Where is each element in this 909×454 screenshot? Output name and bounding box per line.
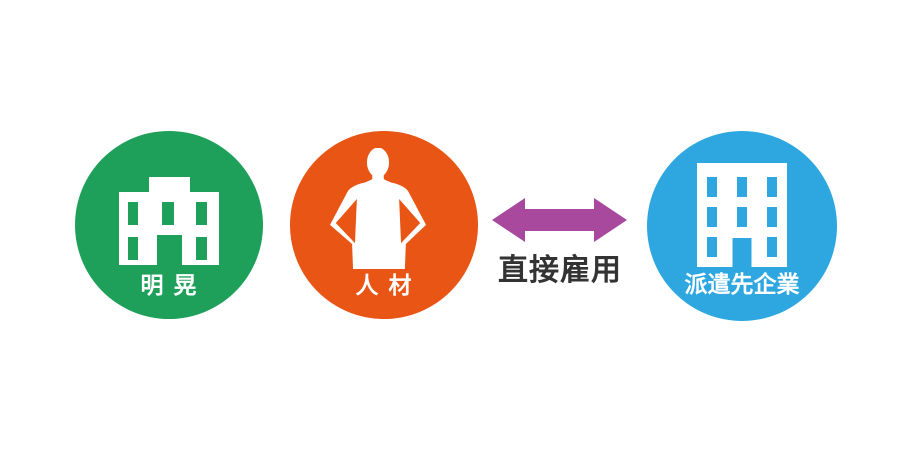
relation-label: 直接雇用	[498, 253, 622, 288]
double-arrow-icon	[492, 198, 627, 242]
node-hakensaki-kigyo: 派遣先企業	[647, 131, 837, 321]
node-jinzai-label: 人 材	[355, 273, 413, 299]
office-building-icon	[119, 177, 219, 265]
node-meiko-label: 明 晃	[140, 273, 198, 299]
node-jinzai: 人 材	[290, 131, 478, 319]
node-meiko: 明 晃	[75, 131, 263, 319]
tall-building-icon	[697, 163, 787, 267]
person-icon	[330, 148, 426, 270]
node-hakensaki-kigyo-label: 派遣先企業	[684, 272, 800, 298]
